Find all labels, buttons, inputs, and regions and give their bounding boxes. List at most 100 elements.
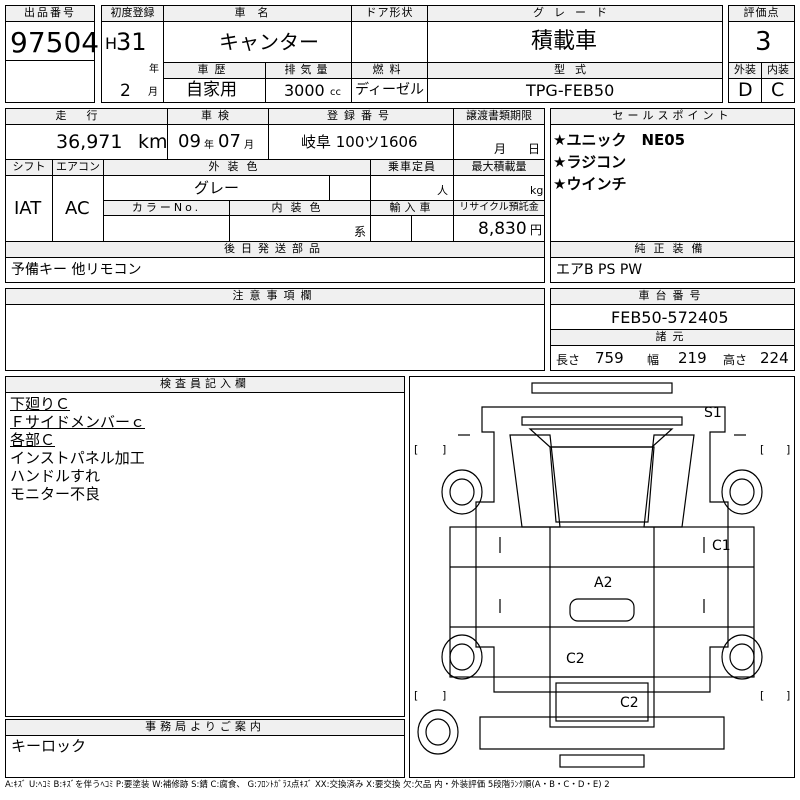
exterior-color-label: 外装色	[103, 159, 371, 176]
recycle-fee-value: 8,830	[478, 219, 527, 239]
exterior-color-blank	[329, 175, 371, 201]
dimensions-label: 諸元	[550, 329, 795, 346]
history-value: 自家用	[186, 80, 237, 100]
ac-label: エアコン	[52, 159, 104, 176]
first-registration-box: H 31 年 2 月	[101, 21, 164, 103]
capacity-label: 乗車定員	[370, 159, 454, 176]
interior-score-value: C	[771, 79, 785, 101]
rear-left-wheel-shape	[441, 634, 483, 680]
equipment-box: エアB PS PW	[550, 257, 795, 283]
damage-mark: C2	[620, 695, 639, 711]
max-load-box: kg	[453, 175, 545, 201]
mileage-label: 走行	[5, 108, 168, 125]
rear-gate-shape	[549, 676, 655, 728]
transfer-docs-box: 月 日	[453, 124, 545, 160]
shift-label: シフト	[5, 159, 53, 176]
lot-number-blank	[5, 60, 95, 103]
later-parts-label: 後日発送部品	[5, 241, 545, 258]
chassis-number: FEB50-572405	[611, 308, 729, 327]
inspection-label: 車検	[167, 108, 269, 125]
width-label: 幅	[647, 353, 660, 367]
mileage-unit: km	[138, 131, 168, 153]
sales-points-box: ★ユニック NE05★ラジコン★ウインチ	[550, 124, 795, 242]
fuel-box: ディーゼル	[351, 78, 428, 103]
inspection-year-unit: 年	[204, 140, 214, 151]
model-label: 型式	[427, 62, 723, 79]
transfer-month-unit: 月	[494, 142, 507, 156]
lot-number-label: 出品番号	[5, 5, 95, 22]
exterior-score-box: D	[728, 78, 762, 103]
inspector-note-line: 各部Ｃ	[10, 431, 56, 449]
later-parts-box: 予備キー 他リモコン	[5, 257, 545, 283]
model-value: TPG-FEB50	[526, 81, 615, 100]
recycle-fee-label: リサイクル預託金	[453, 200, 545, 216]
svg-text:]: ]	[442, 443, 446, 456]
inspection-month: 07	[218, 131, 241, 152]
interior-score-box: C	[761, 78, 795, 103]
ac-value: AC	[65, 198, 90, 219]
lot-number-box: 97504	[5, 21, 99, 61]
rear-bumper-shape	[479, 716, 725, 750]
bumper-shape	[521, 416, 683, 426]
fuel-label: 燃料	[351, 62, 428, 79]
chassis-number-box: FEB50-572405	[550, 304, 795, 330]
cargo-bed-shape	[449, 526, 755, 678]
exterior-color-box: グレー	[103, 175, 330, 201]
notes-box	[5, 304, 545, 371]
front-left-wheel-shape	[441, 469, 483, 515]
ac-box: AC	[52, 175, 104, 242]
car-name: キャンター	[219, 30, 319, 54]
transfer-docs-label: 譲渡書類期限	[453, 108, 545, 125]
svg-text:]: ]	[786, 689, 790, 702]
interior-color-unit: 系	[354, 225, 367, 239]
height-value: 224	[760, 349, 789, 367]
door-box	[351, 21, 428, 63]
grade-box: 積載車	[427, 21, 723, 63]
import-car-box	[370, 215, 412, 242]
inspector-notes-label: 検査員記入欄	[5, 376, 405, 393]
recycle-fee-box: 8,830 円	[453, 215, 545, 242]
body-outline	[475, 406, 729, 693]
notes-label: 注意事項欄	[5, 288, 545, 305]
grade-value: 積載車	[531, 29, 598, 54]
top-edge-shape	[531, 382, 673, 394]
equipment-value: エアB PS PW	[556, 262, 643, 278]
svg-text:]: ]	[786, 443, 790, 456]
capacity-unit: 人	[437, 184, 448, 197]
transfer-day-unit: 日	[528, 142, 541, 156]
office-notice-box: キーロック	[5, 735, 405, 778]
import-car-label: 輸入車	[370, 200, 454, 216]
exterior-score-label: 外装	[728, 62, 762, 79]
damage-mark: S1	[704, 405, 722, 421]
grade-label: グレード	[427, 5, 723, 22]
reg-year: 31	[116, 28, 147, 56]
mileage-value: 36,971	[56, 131, 123, 153]
mileage-box: 36,971 km	[5, 124, 168, 160]
car-name-box: キャンター	[163, 21, 352, 63]
damage-mark: A2	[594, 575, 612, 591]
office-notice-value: キーロック	[11, 737, 87, 755]
inspector-note-line: 下廻りＣ	[10, 395, 71, 413]
sales-point-item: ★ラジコン	[553, 153, 627, 171]
length-value: 759	[595, 349, 624, 367]
color-number-box	[103, 215, 230, 242]
fuel-value: ディーゼル	[355, 82, 425, 98]
era: H	[105, 34, 118, 53]
svg-text:[: [	[414, 443, 418, 456]
lot-number: 97504	[10, 26, 100, 59]
exterior-color-value: グレー	[194, 179, 240, 197]
rear-plate-shape	[559, 754, 645, 768]
cab-roof-shape	[549, 446, 655, 523]
registration-number-box: 岐阜 100ツ1606	[268, 124, 454, 160]
max-load-unit: kg	[530, 184, 544, 197]
office-notice-label: 事務局よりご案内	[5, 719, 405, 736]
inspector-note-line: Ｆサイドメンバーｃ	[10, 413, 146, 431]
inspection-box: 09 年 07 月	[167, 124, 269, 160]
svg-text:[: [	[760, 689, 764, 702]
displacement-unit: cc	[330, 87, 341, 98]
model-box: TPG-FEB50	[427, 78, 723, 103]
color-number-label: カラーNo.	[103, 200, 230, 216]
svg-text:[: [	[414, 689, 418, 702]
